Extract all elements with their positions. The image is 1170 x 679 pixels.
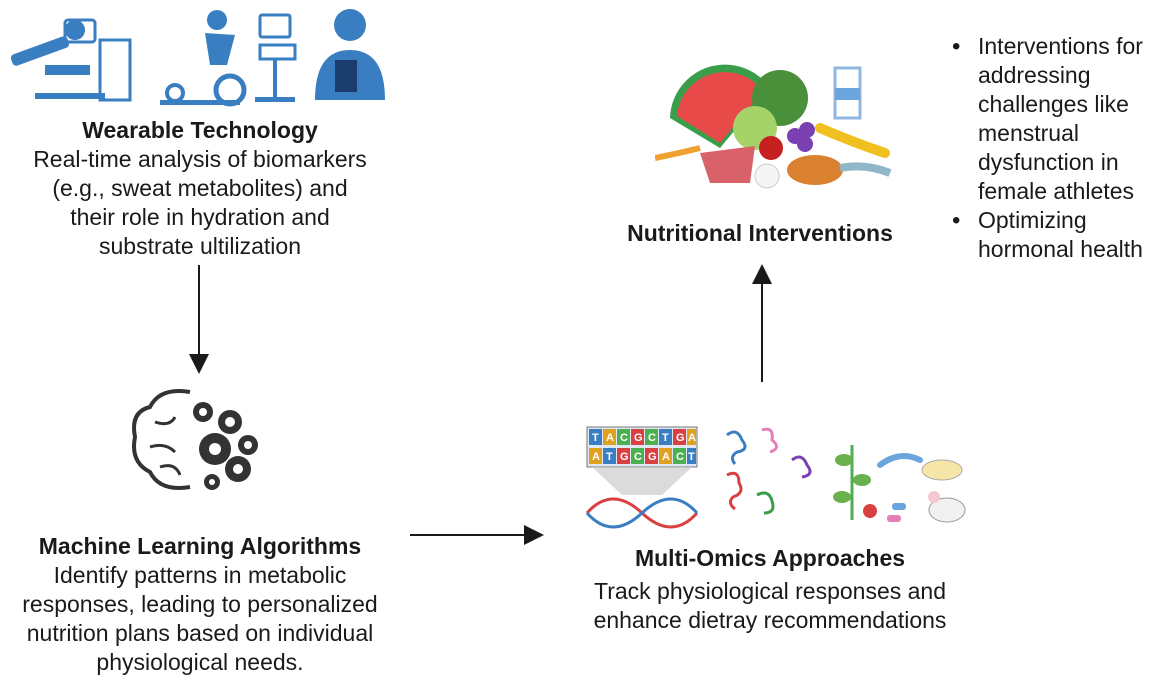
protein-icon: [726, 427, 812, 515]
omics-icons: T A C G C T G A A T G C G A C T: [585, 426, 966, 529]
nutrition-title: Nutritional Interventions: [627, 220, 893, 246]
bullet-item: Interventions for addressing challenges …: [950, 32, 1165, 206]
bullet-item: Optimizing hormonal health: [950, 206, 1165, 264]
svg-text:T: T: [662, 432, 669, 444]
omics-description: Track physiological responses and enhanc…: [593, 578, 947, 633]
mouse-icon: [928, 491, 966, 523]
svg-text:G: G: [620, 451, 629, 463]
microbe-icon: [877, 453, 963, 481]
svg-text:A: A: [662, 451, 670, 463]
svg-text:G: G: [648, 451, 657, 463]
wearable-title: Wearable Technology: [82, 117, 318, 143]
ml-title: Machine Learning Algorithms: [38, 533, 362, 559]
exercise-bike-icon: [160, 10, 297, 107]
brain-gears-icon: [132, 389, 258, 490]
wearable-description: Real-time analysis of biomarkers (e.g., …: [33, 146, 367, 259]
svg-text:C: C: [620, 432, 628, 444]
svg-text:A: A: [592, 451, 600, 463]
svg-text:A: A: [688, 432, 696, 444]
svg-text:G: G: [676, 432, 685, 444]
svg-text:G: G: [634, 432, 643, 444]
dna-bottom-letters: A T G C G A C T: [589, 448, 696, 464]
svg-text:T: T: [592, 432, 599, 444]
omics-title: Multi-Omics Approaches: [634, 545, 906, 571]
wearable-icons: [10, 9, 385, 107]
dental-chair-icon: [10, 18, 132, 102]
plant-icon: [833, 445, 877, 520]
dna-top-letters: T A C G C T G A: [589, 429, 696, 445]
svg-text:T: T: [606, 451, 613, 463]
svg-text:C: C: [634, 451, 642, 463]
person-tablet-icon: [315, 9, 385, 100]
svg-text:A: A: [606, 432, 614, 444]
svg-text:C: C: [676, 451, 684, 463]
food-icon: [655, 64, 892, 189]
svg-text:C: C: [648, 432, 656, 444]
dna-sequence-icon: T A C G C T G A A T G C G A C T: [585, 426, 699, 529]
svg-text:T: T: [688, 451, 695, 463]
nutrition-bullet-list: Interventions for addressing challenges …: [950, 32, 1165, 264]
pills-icon: [887, 503, 906, 522]
ml-description: Identify patterns in metabolic responses…: [22, 562, 378, 675]
